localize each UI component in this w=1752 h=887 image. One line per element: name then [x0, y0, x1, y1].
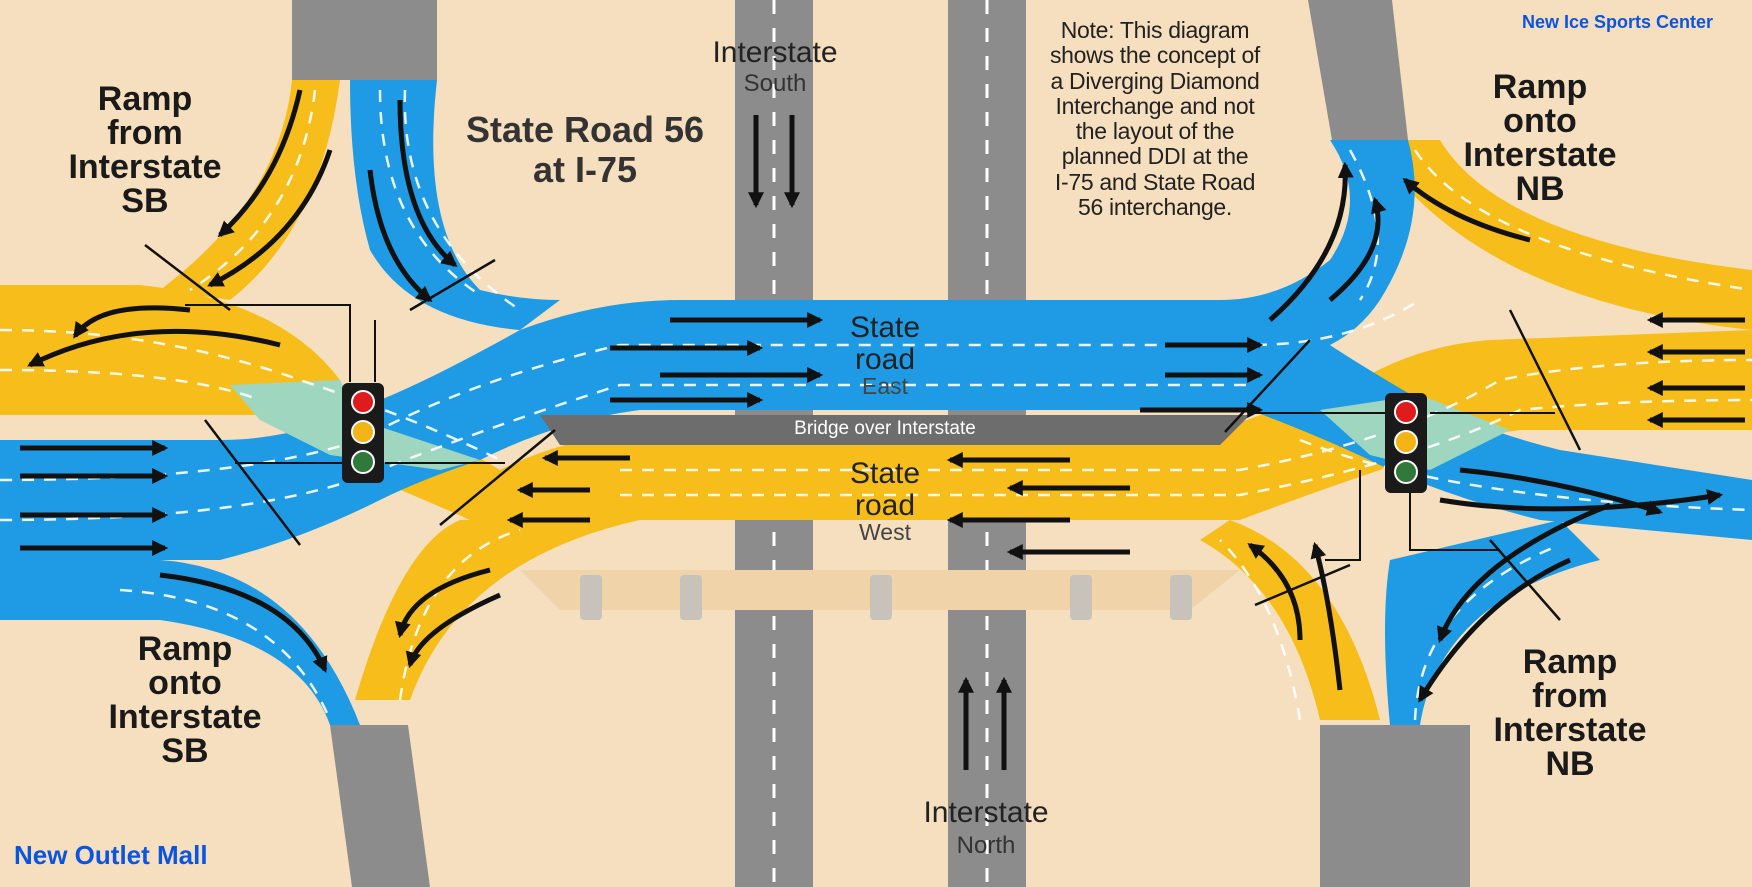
bridge-deck	[540, 415, 1250, 445]
signal-green-light	[1394, 460, 1418, 484]
signal-yellow-light	[351, 420, 375, 444]
ramp-onto-interstate-nb-label: Ramp onto Interstate NB	[1463, 68, 1617, 208]
ramp-onto-interstate-sb-label: Ramp onto Interstate SB	[108, 630, 262, 770]
interstate-north-label: Interstate North	[901, 798, 1071, 858]
signal-red-light	[351, 390, 375, 414]
west-traffic-signal	[342, 383, 384, 483]
interstate-north-direction: North	[956, 832, 1016, 859]
bridge-label: Bridge over Interstate	[794, 418, 976, 439]
interstate-north-name: Interstate	[923, 796, 1049, 829]
state-road-west-name: State road	[849, 457, 921, 522]
diagram-title: State Road 56 at I-75	[465, 109, 705, 191]
diagram-note: Note: This diagram shows the concept of …	[1049, 17, 1261, 221]
bridge-pillars	[520, 570, 1240, 620]
signal-green-light	[351, 450, 375, 474]
state-road-east-name: State road	[849, 311, 921, 376]
traffic-arrows	[20, 89, 1745, 770]
signal-yellow-light	[1394, 430, 1418, 454]
interstate-south-name: Interstate	[712, 36, 838, 69]
stop-lines	[144, 244, 1582, 621]
interstate-south-label: Interstate South	[690, 38, 860, 96]
ice-sports-center-label: New Ice Sports Center	[1522, 12, 1714, 32]
state-road-east-label: State road East	[815, 312, 955, 398]
ramp-from-interstate-sb-label: Ramp from Interstate SB	[68, 80, 222, 220]
state-road-east-direction: East	[861, 373, 909, 399]
outlet-mall-label: New Outlet Mall	[14, 840, 208, 870]
state-road-west-direction: West	[859, 519, 911, 545]
east-traffic-signal	[1385, 393, 1427, 493]
signal-wires	[185, 304, 1555, 561]
state-road-west-label: State road West	[815, 458, 955, 544]
ramp-from-interstate-nb-label: Ramp from Interstate NB	[1493, 643, 1647, 783]
ramp-lanes-grey	[292, 0, 1470, 887]
interstate-south-direction: South	[743, 70, 807, 97]
signal-red-light	[1394, 400, 1418, 424]
